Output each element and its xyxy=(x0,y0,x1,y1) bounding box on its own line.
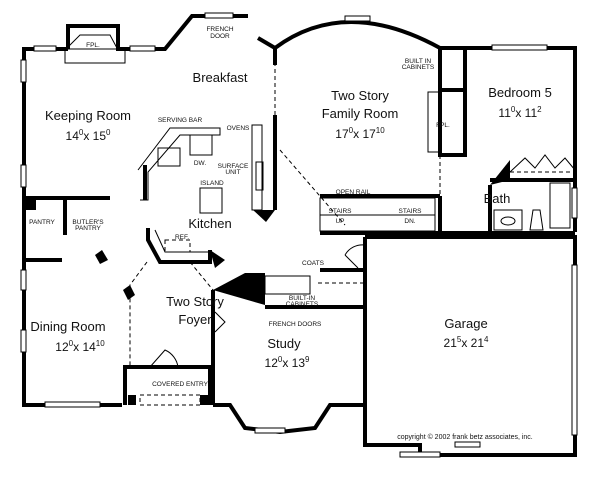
exterior-walls xyxy=(22,14,577,457)
room-study: Study xyxy=(267,336,301,351)
room-bedroom-5: Bedroom 5 xyxy=(488,85,552,100)
room-breakfast: Breakfast xyxy=(193,70,248,85)
pantry-label: PANTRY xyxy=(29,219,55,226)
open-rail-label: OPEN RAIL xyxy=(336,189,371,196)
room-kitchen: Kitchen xyxy=(188,216,231,231)
family-fireplace-label: FPL. xyxy=(436,122,450,129)
covered-entry-label: COVERED ENTRY xyxy=(152,381,209,388)
windows xyxy=(20,12,578,458)
interior-walls xyxy=(24,34,576,406)
island-label: ISLAND xyxy=(200,180,224,187)
serving-bar-label: SERVING BAR xyxy=(158,117,203,124)
room-keeping: Keeping Room xyxy=(45,108,131,123)
dim-family: 170x 1710 xyxy=(335,126,385,141)
dim-bedroom-5: 110x 112 xyxy=(498,105,542,120)
room-dining: Dining Room xyxy=(30,319,105,334)
ref-label: REF. xyxy=(175,234,189,241)
dim-study: 120x 139 xyxy=(265,355,311,370)
room-bath: Bath xyxy=(484,191,511,206)
dim-keeping: 140x 150 xyxy=(66,128,112,143)
copyright-notice: copyright © 2002 frank betz associates, … xyxy=(397,433,533,441)
room-garage: Garage xyxy=(444,316,487,331)
coats-label: COATS xyxy=(302,260,325,267)
fireplace-label: FPL. xyxy=(86,42,100,49)
ovens-label: OVENS xyxy=(227,125,250,132)
dishwasher-label: DW. xyxy=(194,160,206,167)
dim-garage: 215x 214 xyxy=(444,335,490,350)
stairs xyxy=(319,197,436,232)
french-doors-label: FRENCH DOORS xyxy=(269,321,322,328)
dim-dining: 120x 1410 xyxy=(55,339,105,354)
